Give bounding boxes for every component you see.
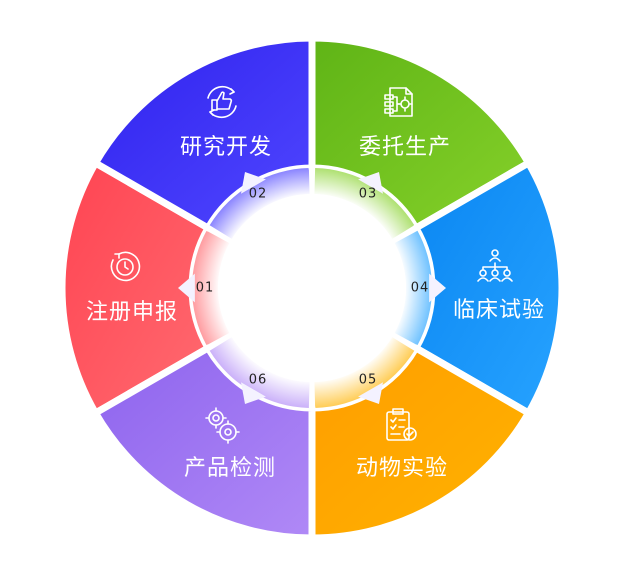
segment-label-registration: 注册申报 (85, 300, 179, 325)
clock-refresh-icon (105, 246, 145, 286)
segment-inner-band (314, 337, 415, 408)
step-number: 04 (410, 280, 430, 296)
segment-inner-band (314, 168, 415, 239)
step-pointer (358, 382, 384, 405)
clipboard-check-icon (380, 405, 420, 445)
segment-label-contract-manufacturing: 委托生产 (358, 135, 452, 160)
step-pointer (178, 273, 195, 303)
step-pointer (240, 171, 266, 194)
step-number: 02 (248, 186, 268, 202)
step-number: 03 (358, 186, 378, 202)
segment-label-clinical-trial: 临床试验 (452, 298, 546, 323)
segment-label-product-testing: 产品检测 (183, 456, 277, 481)
segment-inner-band (191, 230, 230, 346)
step-number: 06 (248, 372, 268, 388)
people-hierarchy-icon (475, 245, 515, 285)
segment-label-animal-experiment: 动物实验 (355, 456, 449, 481)
step-pointer (240, 382, 266, 405)
thumbs-up-icon (202, 82, 242, 122)
segment-inner-band (209, 337, 310, 408)
center-circle (218, 194, 406, 382)
gears-icon (202, 405, 242, 445)
segment-inner-band (209, 168, 310, 239)
document-gear-icon (380, 82, 420, 122)
step-pointer (429, 273, 446, 303)
step-pointer (358, 171, 384, 194)
step-number: 01 (195, 280, 215, 296)
step-number: 05 (358, 372, 378, 388)
segment-inner-band (394, 230, 432, 346)
segment-label-research: 研究开发 (179, 135, 273, 160)
